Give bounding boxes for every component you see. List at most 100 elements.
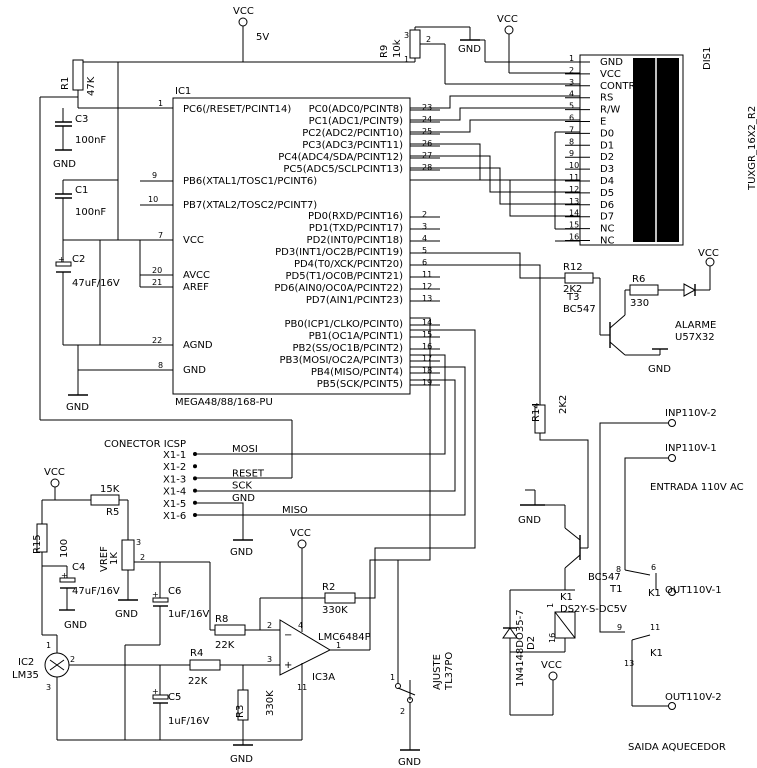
svg-text:3: 3	[404, 31, 409, 40]
gnd-vref: GND	[115, 609, 138, 620]
ic2-ref: IC2	[18, 657, 34, 668]
svg-text:3: 3	[267, 655, 272, 664]
lcd-pin-label: VCC	[600, 69, 621, 80]
svg-text:1: 1	[336, 641, 341, 650]
r9-value: 10k	[392, 39, 403, 58]
lcd-pin-label: D6	[600, 200, 614, 211]
lcd-bus-wires	[410, 95, 580, 242]
ic1-left-pin-label: AVCC	[183, 270, 210, 281]
ic1-right-pin-label: PB4(MISO/PCINT4)	[311, 367, 403, 378]
icsp-pin-ref: X1-6	[163, 511, 186, 522]
inp110v-2-terminal[interactable]	[668, 419, 676, 427]
ic1-right-pin-label: PD1(TXD/PCINT17)	[309, 223, 403, 234]
lcd-pin-number: 2	[569, 66, 574, 75]
alarm-driver: R12 2K2 T3 BC547 GND R6 330 VCC ALARME U…	[410, 248, 719, 375]
inp110v-1-terminal[interactable]	[668, 454, 676, 462]
icsp-pin-ref: X1-4	[163, 487, 186, 498]
ic1-left-pin-label: GND	[183, 365, 206, 376]
svg-text:2: 2	[400, 707, 405, 716]
icsp-pin-ref: X1-5	[163, 499, 186, 510]
ic1-right-pin-number: 18	[422, 366, 432, 375]
lcd-pin-number: 11	[569, 173, 579, 182]
relay-driver: R14 2K2 GND BC547 T1 K1 DS2Y-S-DC5V 1 16…	[410, 264, 627, 716]
ic1-left-pin-label: PB6(XTAL1/TOSC1/PCINT6)	[183, 176, 317, 187]
ic1-right-pin-label: PC1(ADC1/PCINT9)	[309, 116, 403, 127]
r4-value: 22K	[188, 676, 208, 687]
r3-value: 330K	[265, 690, 276, 716]
ic1-right-pin-label: PD5(T1/OC0B/PCINT21)	[286, 271, 404, 282]
svg-text:7: 7	[158, 231, 163, 240]
analog-frontend: VCC R5 15K R15 100 + GND C4 47uF/16V 3 2…	[12, 329, 476, 765]
vref-ref: VREF	[99, 546, 110, 572]
icsp-signal-label: SCK	[232, 481, 252, 492]
ic1-microcontroller: IC1 MEGA48/88/168-PU PC6(/RESET/PCINT14)…	[172, 86, 440, 408]
ic1-right-pin-number: 14	[422, 318, 432, 327]
vref-value: 1K	[109, 552, 120, 565]
k1-value: DS2Y-S-DC5V	[560, 604, 627, 615]
r5-ref: R5	[106, 507, 119, 518]
lcd-pin-label: RS	[600, 93, 613, 104]
inp2-label: INP110V-2	[665, 408, 717, 419]
ic1-right-pin-number: 19	[422, 378, 432, 387]
icsp-pin-ref: X1-1	[163, 450, 186, 461]
lcd-pin-number: 15	[569, 221, 579, 230]
out110v-1-terminal[interactable]	[668, 588, 676, 596]
ic1-name: MEGA48/88/168-PU	[175, 397, 273, 408]
gnd-analog: GND	[230, 754, 253, 765]
saida-label: SAIDA AQUECEDOR	[628, 742, 726, 753]
svg-text:2: 2	[140, 553, 145, 562]
icsp-signal-label: MOSI	[232, 444, 258, 455]
ic1-right-pin-label: PB1(OC1A/PCINT1)	[309, 331, 403, 342]
ic1-right-pin-number: 15	[422, 330, 432, 339]
svg-text:1: 1	[546, 603, 555, 608]
r14-ref: R14	[531, 402, 542, 422]
lcd-pin-label: D2	[600, 152, 614, 163]
entrada-label: ENTRADA 110V AC	[650, 482, 744, 493]
vcc-label-relay: VCC	[541, 660, 562, 671]
svg-text:20: 20	[152, 266, 162, 275]
vcc-label-led: VCC	[698, 248, 719, 259]
ic1-right-pin-number: 11	[422, 270, 432, 279]
r14-value: 2K2	[558, 395, 569, 414]
ic1-right-pin-number: 12	[422, 282, 432, 291]
svg-text:2: 2	[70, 655, 75, 664]
c6-ref: C6	[168, 586, 181, 597]
c5-value: 1uF/16V	[168, 716, 210, 727]
vcc-label-analog: VCC	[44, 467, 65, 478]
r15-value: 100	[59, 539, 70, 558]
svg-text:+: +	[284, 660, 292, 671]
ajuste-button[interactable]: 1 2 AJUSTE TL37PO GND	[390, 652, 455, 768]
r8-ref: R8	[215, 614, 228, 625]
svg-text:+: +	[58, 255, 65, 264]
ic1-left-pin-label: PC6(/RESET/PCINT14)	[183, 104, 291, 115]
gnd-ajuste: GND	[398, 757, 421, 768]
r1-value: 47K	[86, 76, 97, 96]
r2-ref: R2	[322, 582, 335, 593]
lcd-pin-number: 14	[569, 209, 579, 218]
out2-label: OUT110V-2	[665, 692, 722, 703]
gnd-c4: GND	[64, 620, 87, 631]
led-value: U57X32	[675, 332, 715, 343]
svg-text:−: −	[284, 630, 292, 641]
svg-text:1: 1	[46, 641, 51, 650]
icsp-signal-label: GND	[232, 493, 255, 504]
r8-value: 22K	[215, 640, 235, 651]
lcd-pin-label: CONTR	[600, 81, 635, 92]
ic1-ref: IC1	[175, 86, 191, 97]
icsp-pin-terminal[interactable]	[193, 464, 197, 469]
svg-text:10: 10	[148, 195, 158, 204]
ajuste-ref: AJUSTE	[432, 654, 443, 690]
ic1-left-pin-label: AGND	[183, 340, 213, 351]
gnd-r9: GND	[458, 44, 481, 55]
out110v-2-terminal[interactable]	[668, 702, 676, 710]
d2-value: 1N4148DO35-7	[515, 609, 526, 687]
lcd-pin-label: NC	[600, 236, 614, 247]
gnd-c3: GND	[53, 159, 76, 170]
c4-ref: C4	[72, 562, 85, 573]
vcc-5v-supply: VCC 5V	[78, 6, 415, 240]
lcd-pin-number: 10	[569, 161, 579, 170]
mains-section: INP110V-2 INP110V-1 ENTRADA 110V AC 8 6 …	[599, 408, 744, 753]
vcc-label-lcd: VCC	[497, 14, 518, 25]
